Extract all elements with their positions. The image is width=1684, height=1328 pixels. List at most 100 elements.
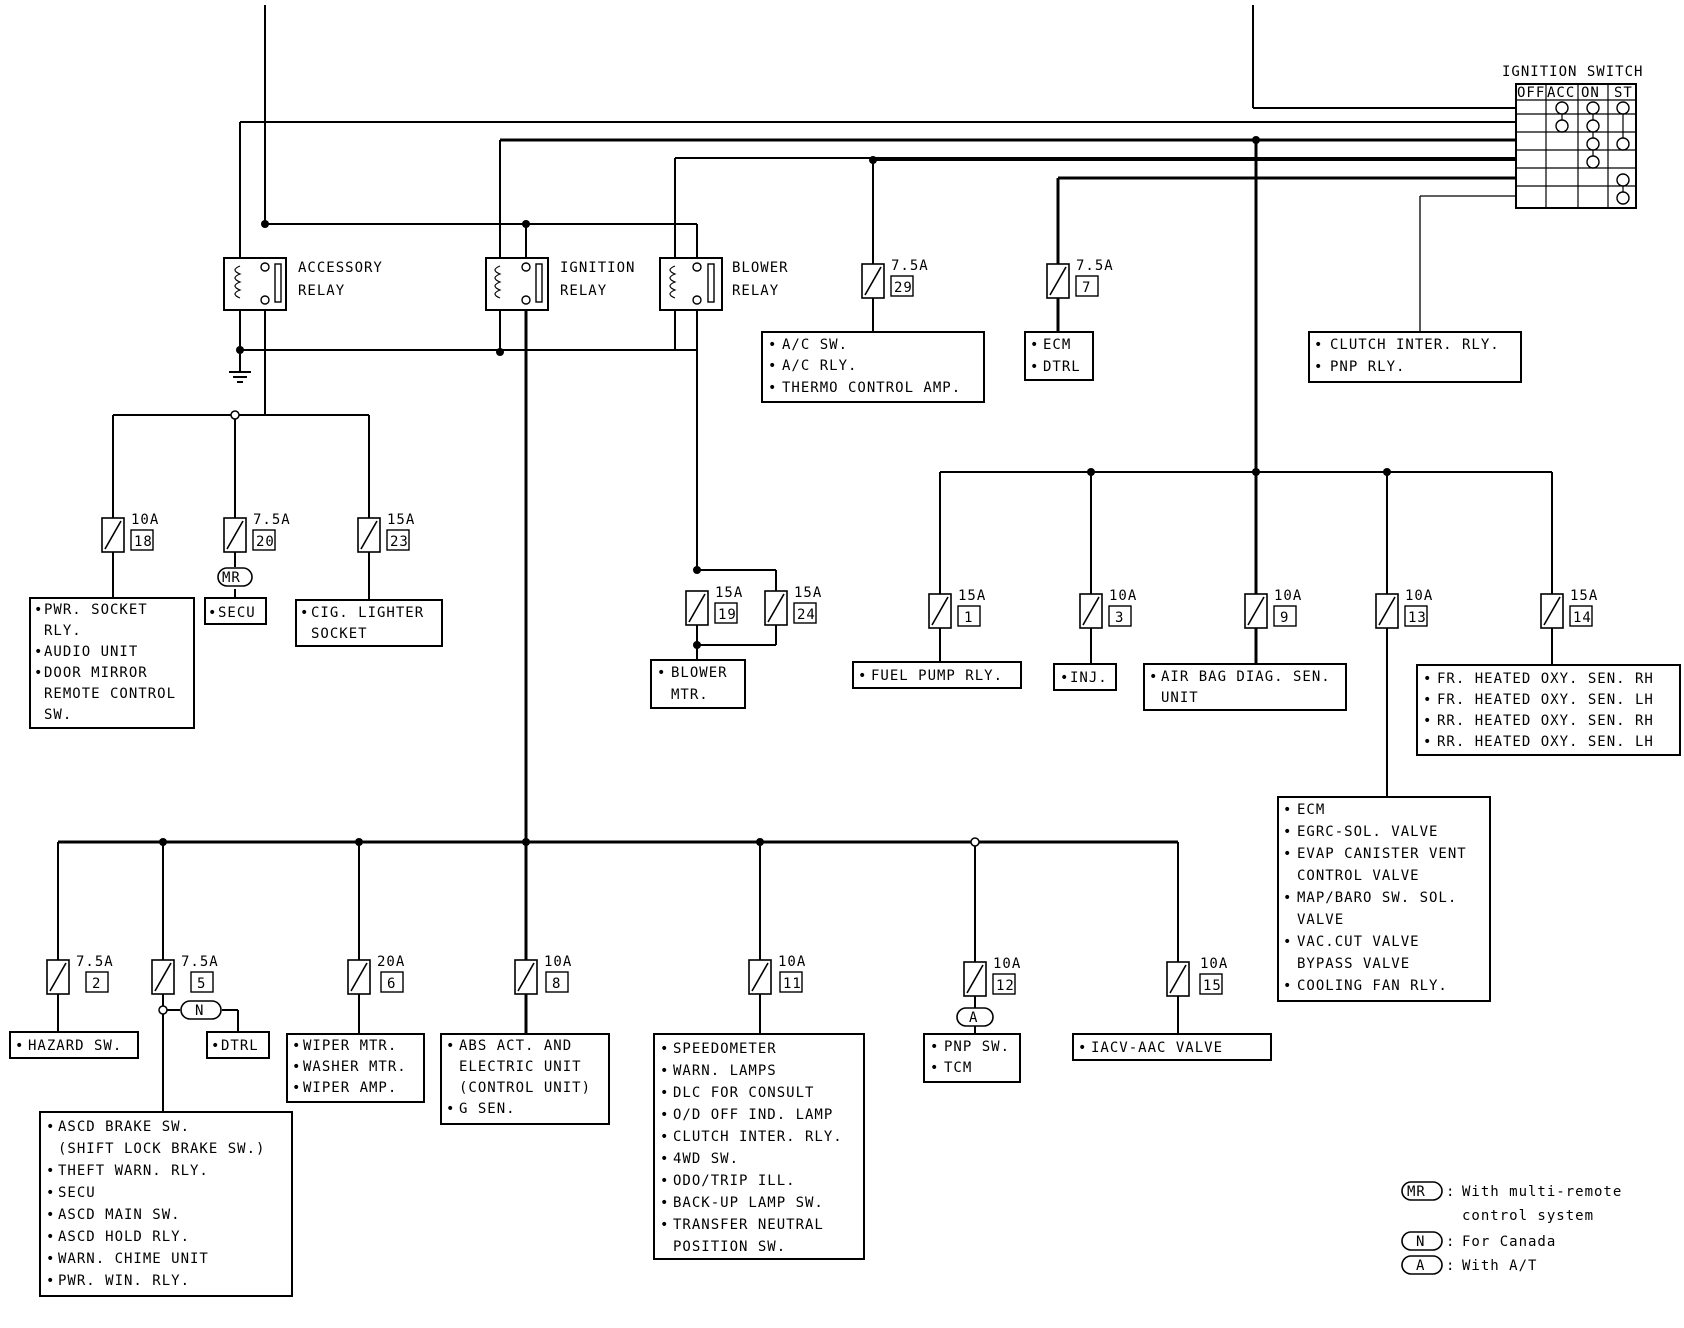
bullet: • [211, 1038, 220, 1054]
load-item: ASCD MAIN SW. [58, 1207, 181, 1223]
load-speedometer: •SPEEDOMETER •WARN. LAMPS •DLC FOR CONSU… [660, 1041, 842, 1255]
bullet: • [660, 1217, 669, 1233]
legend-a-mark: A [1416, 1258, 1425, 1274]
fuse-6: 20A 6 [347, 954, 404, 995]
load-ac: •A/C SW. •A/C RLY. •THERMO CONTROL AMP. [768, 337, 961, 396]
fuse-5-num: 5 [197, 976, 206, 992]
load-item: A/C SW. [782, 337, 848, 353]
fuse-8-num: 8 [552, 976, 561, 992]
bullet: • [660, 1085, 669, 1101]
mark-n: N [195, 1003, 204, 1019]
load-item: BACK-UP LAMP SW. [673, 1195, 824, 1211]
legend-mr-sep: : [1446, 1184, 1455, 1200]
blower-relay: BLOWER RELAY [659, 257, 788, 311]
fuse-2-amp: 7.5A [76, 954, 114, 970]
bullet: • [660, 1107, 669, 1123]
ignition-switch: IGNITION SWITCH OFF ACC ON ST [1502, 64, 1643, 209]
blower-relay-label-2: RELAY [732, 283, 779, 299]
load-item: AUDIO UNIT [44, 644, 138, 660]
fuse-19: 15A 19 [685, 585, 742, 626]
load-item: PWR. WIN. RLY. [58, 1273, 190, 1289]
load-item: FR. HEATED OXY. SEN. LH [1437, 692, 1654, 708]
fuse-15: 10A 15 [1166, 956, 1227, 997]
legend-a-text: With A/T [1462, 1258, 1537, 1274]
load-item: ECM [1043, 337, 1071, 353]
accessory-relay-label-2: RELAY [298, 283, 345, 299]
bullet: • [1314, 337, 1323, 353]
load-item: WIPER MTR. [303, 1038, 397, 1054]
load-item: AIR BAG DIAG. SEN. [1161, 669, 1331, 685]
bullet: • [660, 1173, 669, 1189]
bullet: • [858, 668, 867, 684]
condition-marks: MR N A [180, 567, 994, 1027]
load-item: WARN. LAMPS [673, 1063, 777, 1079]
load-ecm-list: •ECM •EGRC-SOL. VALVE •EVAP CANISTER VEN… [1283, 802, 1466, 994]
bullet: • [1283, 978, 1292, 994]
load-ascd: •ASCD BRAKE SW. (SHIFT LOCK BRAKE SW.) •… [46, 1119, 264, 1289]
load-fuel-pump: •FUEL PUMP RLY. [858, 668, 1003, 684]
fuse-11-num: 11 [783, 976, 802, 992]
fuse-29-num: 29 [894, 280, 913, 296]
bullet: • [1030, 337, 1039, 353]
bullet: • [292, 1038, 301, 1054]
load-item: SPEEDOMETER [673, 1041, 777, 1057]
ignition-switch-title: IGNITION SWITCH [1502, 64, 1643, 80]
fuse-8: 10A 8 [514, 954, 571, 995]
legend-a-sep: : [1446, 1258, 1455, 1274]
load-item: INJ. [1070, 670, 1108, 686]
bullet: • [1283, 890, 1292, 906]
load-item: SECU [218, 605, 256, 621]
fuse-15-num: 15 [1203, 978, 1222, 994]
fuse-1-amp: 15A [958, 588, 986, 604]
bullet: • [1149, 669, 1158, 685]
load-item: VALVE [1297, 912, 1344, 928]
fuse-9: 10A 9 [1244, 588, 1301, 629]
legend-mr-mark: MR [1407, 1184, 1426, 1200]
fuse-24-amp: 15A [794, 585, 822, 601]
fuse-23-amp: 15A [387, 512, 415, 528]
load-item: DTRL [1043, 359, 1081, 375]
fuse-13: 10A 13 [1375, 588, 1433, 629]
load-item: ASCD BRAKE SW. [58, 1119, 190, 1135]
fuse-9-num: 9 [1280, 610, 1289, 626]
fuse-13-amp: 10A [1405, 588, 1433, 604]
bullet: • [34, 644, 43, 660]
bullet: • [657, 665, 666, 681]
load-item: HAZARD SW. [28, 1038, 122, 1054]
load-item: FR. HEATED OXY. SEN. RH [1437, 671, 1654, 687]
load-item: THERMO CONTROL AMP. [782, 380, 961, 396]
load-cig-lighter: •CIG. LIGHTER SOCKET [300, 605, 423, 642]
fuse-7: 7.5A 7 [1046, 258, 1113, 299]
load-item: O/D OFF IND. LAMP [673, 1107, 833, 1123]
fuse-2: 7.5A 2 [46, 954, 114, 995]
load-item: TCM [944, 1060, 972, 1076]
load-item: CLUTCH INTER. RLY. [1330, 337, 1500, 353]
fuse-23: 15A 23 [357, 512, 415, 553]
fuse-12-num: 12 [996, 978, 1015, 994]
load-item: UNIT [1161, 690, 1199, 706]
load-item: FUEL PUMP RLY. [871, 668, 1003, 684]
load-item: ASCD HOLD RLY. [58, 1229, 190, 1245]
load-item: REMOTE CONTROL [44, 686, 176, 702]
fuse-5: 7.5A 5 [151, 954, 218, 995]
bullet: • [660, 1041, 669, 1057]
load-item: RR. HEATED OXY. SEN. RH [1437, 713, 1654, 729]
load-item: A/C RLY. [782, 358, 857, 374]
fuse-20-num: 20 [256, 534, 275, 550]
switch-pos-acc: ACC [1547, 85, 1575, 101]
bullet: • [46, 1229, 55, 1245]
accessory-relay-label-1: ACCESSORY [298, 260, 383, 276]
bullet: • [660, 1129, 669, 1145]
load-wiper: •WIPER MTR. •WASHER MTR. •WIPER AMP. [292, 1038, 406, 1096]
load-item: DTRL [221, 1038, 259, 1054]
bullet: • [768, 337, 777, 353]
bullet: • [1423, 671, 1432, 687]
load-item: SOCKET [311, 626, 368, 642]
load-item: MAP/BARO SW. SOL. [1297, 890, 1457, 906]
junctions [158, 136, 1391, 1015]
load-item: ODO/TRIP ILL. [673, 1173, 796, 1189]
bullet: • [1423, 692, 1432, 708]
bullet: • [34, 602, 43, 618]
load-oxy-sensors: • FR. HEATED OXY. SEN. RH • FR. HEATED OXY… [1423, 671, 1654, 750]
load-item: G SEN. [459, 1101, 516, 1117]
